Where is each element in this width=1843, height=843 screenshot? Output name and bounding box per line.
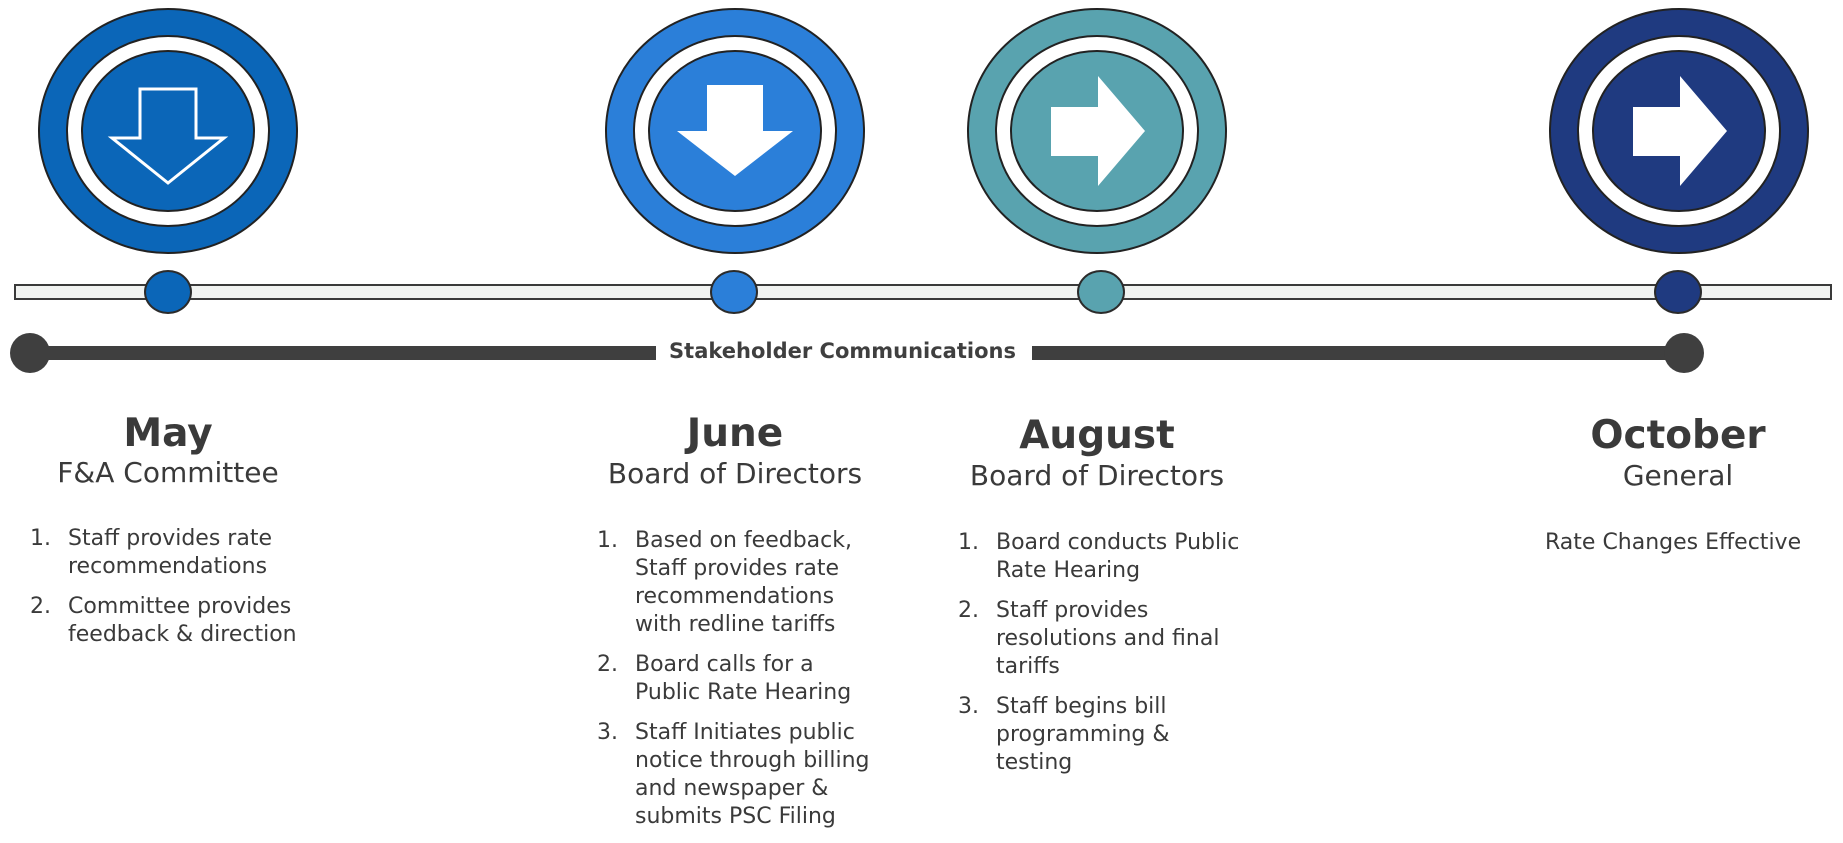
october-milestone-icon xyxy=(1549,8,1809,254)
may-body: F&A Committee xyxy=(57,456,279,489)
down-arrow-icon xyxy=(107,87,229,185)
right-arrow-icon xyxy=(1051,76,1145,186)
may-heading: May xyxy=(123,411,213,456)
june-body: Board of Directors xyxy=(607,457,863,490)
list-item: 3.Staff Initiates public notice through … xyxy=(597,720,870,829)
august-steps: 1.Board conducts Public Rate Hearing 2.S… xyxy=(958,529,1243,789)
june-milestone-icon xyxy=(605,8,865,254)
list-item: 2.Board calls for a Public Rate Hearing xyxy=(597,652,852,705)
june-steps: 1.Based on feedback, Staff provides rate… xyxy=(597,527,882,843)
october-note: Rate Changes Effective xyxy=(1545,530,1802,555)
october-body: General xyxy=(1622,459,1734,492)
down-arrow-icon xyxy=(677,85,793,176)
stakeholder-label: Stakeholder Communications xyxy=(669,339,1016,363)
list-item: 3.Staff begins bill programming & testin… xyxy=(958,694,1170,775)
list-item: 2.Committee provides feedback & directio… xyxy=(30,594,297,647)
stakeholder-line-left xyxy=(28,346,656,360)
october-heading: October xyxy=(1590,413,1766,458)
may-milestone-icon xyxy=(38,8,298,254)
timeline-marker-may xyxy=(144,270,192,314)
list-item: 1.Based on feedback, Staff provides rate… xyxy=(597,528,852,637)
stakeholder-end-dot xyxy=(1664,333,1704,373)
timeline-track xyxy=(14,284,1832,300)
timeline-marker-august xyxy=(1077,270,1125,314)
may-steps: 1.Staff provides rate recommendations 2.… xyxy=(30,525,330,661)
list-item: 1.Board conducts Public Rate Hearing xyxy=(958,530,1240,583)
august-milestone-icon xyxy=(967,8,1227,254)
list-item: 2.Staff provides resolutions and final t… xyxy=(958,598,1220,679)
june-heading: June xyxy=(686,411,784,456)
right-arrow-icon xyxy=(1633,76,1727,186)
august-heading: August xyxy=(1019,413,1175,458)
stakeholder-line-right xyxy=(1032,346,1686,360)
august-body: Board of Directors xyxy=(969,459,1225,492)
timeline-marker-october xyxy=(1654,270,1702,314)
list-item: 1.Staff provides rate recommendations xyxy=(30,526,272,579)
timeline-marker-june xyxy=(710,270,758,314)
